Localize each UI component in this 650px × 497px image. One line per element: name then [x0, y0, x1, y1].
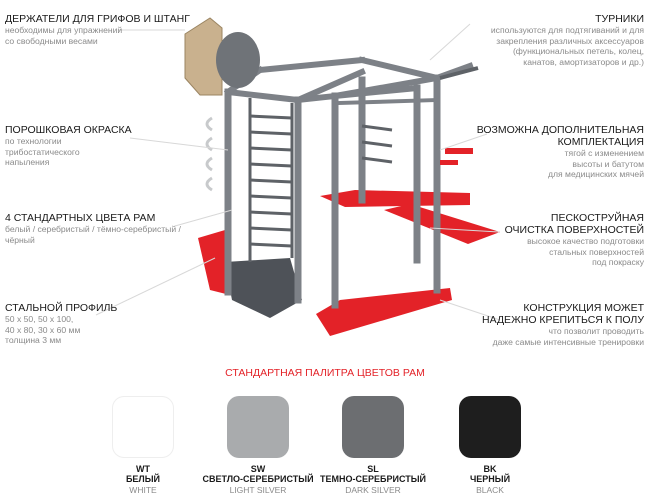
- floor-plate-front: [316, 288, 452, 336]
- feature-title: ТУРНИКИ: [595, 13, 644, 25]
- training-frame-illustration: [95, 17, 501, 336]
- feature-title: ПОРОШКОВАЯ ОКРАСКА: [5, 124, 132, 136]
- feature-desc: 40 х 80, 30 х 60 мм: [5, 324, 81, 335]
- feature-title: ВОЗМОЖНА ДОПОЛНИТЕЛЬНАЯ: [476, 124, 644, 136]
- feature-title: ПЕСКОСТРУЙНАЯ: [550, 212, 644, 224]
- feature-desc: необходимы для упражнений: [5, 25, 123, 35]
- feature-desc: по технологии: [5, 136, 62, 146]
- red-accessory: [440, 148, 473, 165]
- feature-title: ОЧИСТКА ПОВЕРХНОСТЕЙ: [504, 224, 644, 236]
- wall-bars: [248, 98, 294, 262]
- plate-holder-board: [184, 17, 223, 96]
- feature-desc: тягой с изменением: [564, 148, 644, 158]
- floor-plate-back: [320, 190, 470, 207]
- barbell-holder-disc: [216, 32, 260, 88]
- swatch-code: BK: [483, 464, 497, 474]
- side-handles: [205, 116, 213, 192]
- feature-extra-equipment: ВОЗМОЖНА ДОПОЛНИТЕЛЬНАЯ КОМПЛЕКТАЦИЯ тяг…: [477, 124, 644, 180]
- swatch-color: [459, 396, 521, 458]
- floor-plate-left: [198, 230, 232, 294]
- feature-desc: белый / серебристый / тёмно-серебристый …: [5, 224, 181, 234]
- feature-desc: трибостатического: [5, 146, 80, 157]
- swatch-white: WT БЕЛЫЙ WHITE: [83, 396, 203, 496]
- feature-title: СТАЛЬНОЙ ПРОФИЛЬ: [5, 302, 118, 314]
- swatch-code: SW: [250, 464, 266, 474]
- feature-steel-profile: СТАЛЬНОЙ ПРОФИЛЬ 50 х 50, 50 х 100, 40 х…: [5, 302, 117, 346]
- frame-posts: [224, 74, 441, 309]
- swatch-name-en: LIGHT SILVER: [229, 485, 287, 495]
- feature-desc: напыления: [5, 157, 50, 167]
- storage-shelves: [361, 124, 393, 164]
- feature-title: ДЕРЖАТЕЛИ ДЛЯ ГРИФОВ И ШТАНГ: [5, 13, 190, 25]
- feature-desc: (функциональных петель, колец,: [512, 46, 644, 56]
- feature-desc: чёрный: [5, 234, 35, 245]
- feature-pull-up-bars: ТУРНИКИ используются для подтягиваний и …: [491, 13, 644, 67]
- swatch-name-en: WHITE: [129, 485, 157, 495]
- swatch-color: [342, 396, 404, 458]
- swatch-code: WT: [136, 464, 150, 474]
- feature-title: 4 СТАНДАРТНЫХ ЦВЕТА РАМ: [5, 212, 156, 224]
- feature-title: КОНСТРУКЦИЯ МОЖЕТ: [523, 302, 644, 314]
- swatch-dark-silver: SL ТЕМНО-СЕРЕБРИСТЫЙ DARK SILVER: [313, 396, 433, 496]
- feature-title: КОМПЛЕКТАЦИЯ: [557, 136, 644, 148]
- feature-sandblasting: ПЕСКОСТРУЙНАЯ ОЧИСТКА ПОВЕРХНОСТЕЙ высок…: [505, 212, 644, 268]
- floor-plate-right: [384, 204, 500, 244]
- feature-desc: толщина 3 мм: [5, 335, 62, 345]
- leader-lines: [95, 23, 501, 321]
- swatch-black: BK ЧЕРНЫЙ BLACK: [430, 396, 550, 496]
- feature-desc: для медицинских мячей: [547, 169, 644, 179]
- feature-powder-coating: ПОРОШКОВАЯ ОКРАСКА по технологии трибост…: [5, 124, 132, 168]
- feature-desc: даже самые интенсивные тренировки: [492, 336, 644, 347]
- swatch-name: ТЕМНО-СЕРЕБРИСТЫЙ: [320, 474, 426, 484]
- feature-desc: со свободными весами: [5, 35, 98, 46]
- swatch-color: [112, 396, 174, 458]
- feature-desc: высоты и батутом: [572, 158, 644, 169]
- feature-desc: под покраску: [592, 257, 644, 267]
- feature-desc: стальных поверхностей: [549, 246, 644, 257]
- swatch-code: SL: [367, 464, 379, 474]
- feature-desc: 50 х 50, 50 х 100,: [5, 314, 74, 324]
- pull-up-bar: [439, 66, 479, 80]
- swatch-color: [227, 396, 289, 458]
- feature-title: НАДЕЖНО КРЕПИТЬСЯ К ПОЛУ: [482, 314, 644, 326]
- swatch-light-silver: SW СВЕТЛО-СЕРЕБРИСТЫЙ LIGHT SILVER: [198, 396, 318, 496]
- feature-barbell-holders: ДЕРЖАТЕЛИ ДЛЯ ГРИФОВ И ШТАНГ необходимы …: [5, 13, 190, 46]
- floor-plates: [198, 190, 500, 336]
- palette-title: СТАНДАРТНАЯ ПАЛИТРА ЦВЕТОВ РАМ: [225, 367, 425, 379]
- feature-desc: канатов, амортизаторов и др.): [523, 56, 644, 67]
- feature-desc: высокое качество подготовки: [527, 236, 644, 246]
- feature-desc: закрепления различных аксессуаров: [496, 35, 644, 46]
- swatch-name: СВЕТЛО-СЕРЕБРИСТЫЙ: [202, 474, 314, 484]
- swatch-name-en: DARK SILVER: [345, 485, 401, 495]
- swatch-name: БЕЛЫЙ: [125, 474, 161, 484]
- feature-desc: используются для подтягиваний и для: [490, 25, 644, 35]
- step-platform: [225, 258, 302, 318]
- feature-frame-colors: 4 СТАНДАРТНЫХ ЦВЕТА РАМ белый / серебрис…: [5, 212, 181, 245]
- swatch-name: ЧЕРНЫЙ: [469, 474, 511, 484]
- feature-desc: что позволит проводить: [548, 326, 644, 336]
- swatch-name-en: BLACK: [476, 485, 504, 495]
- feature-floor-mounting: КОНСТРУКЦИЯ МОЖЕТ НАДЕЖНО КРЕПИТЬСЯ К ПО…: [482, 302, 644, 347]
